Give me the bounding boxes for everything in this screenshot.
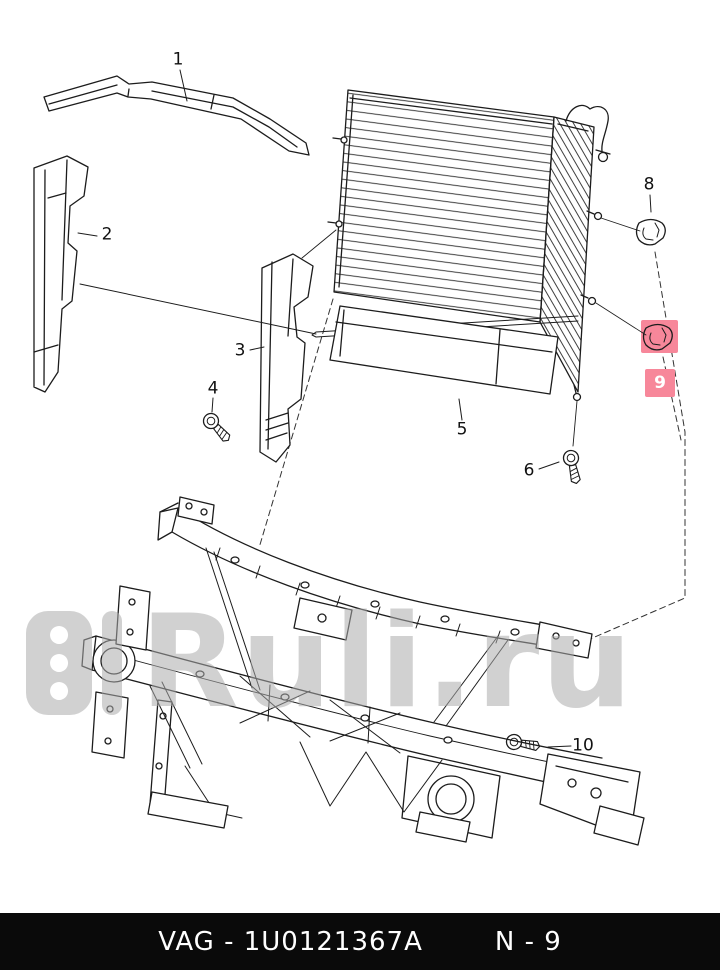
part-label-3[interactable]: 3 (234, 340, 246, 361)
part-label-8[interactable]: 8 (643, 174, 655, 195)
part-label-10[interactable]: 10 (572, 735, 594, 756)
part-6-screw (561, 448, 585, 486)
leader-lines (77, 69, 652, 748)
part-label-2[interactable]: 2 (101, 224, 113, 245)
part-10-screw (504, 732, 542, 755)
part-label-6[interactable]: 6 (523, 460, 535, 481)
part-5-lower-air-guide (329, 305, 559, 395)
part-3-center-deflector (259, 229, 337, 463)
part-1-upper-trim (43, 75, 310, 156)
part-label-9-highlighted[interactable]: 9 (645, 369, 675, 397)
radiator (327, 89, 611, 447)
subframe-assembly (81, 496, 645, 846)
part-8-clip (635, 218, 666, 246)
part-number-text: VAG - 1U0121367A (158, 926, 423, 957)
part-label-5[interactable]: 5 (456, 419, 468, 440)
part-label-4[interactable]: 4 (207, 378, 219, 399)
part-4-screw (199, 409, 235, 446)
part-label-1[interactable]: 1 (172, 49, 184, 70)
part-2-left-deflector (33, 155, 89, 393)
exploded-diagram (33, 69, 686, 846)
page-ref-text: N - 9 (494, 926, 562, 957)
diagram-canvas: Ruli.ru 1 2 3 4 5 6 8 9 10 (26, 49, 686, 846)
footer-bar: VAG - 1U0121367A N - 9 (0, 913, 720, 970)
